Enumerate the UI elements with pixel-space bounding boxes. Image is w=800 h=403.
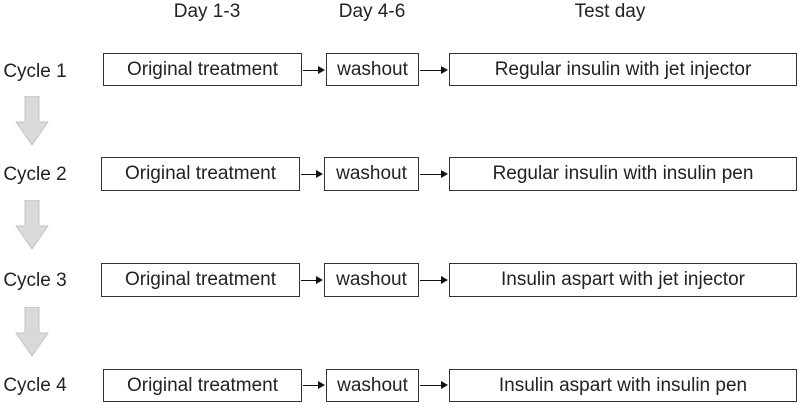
box-text: Original treatment (124, 269, 276, 290)
box-text: washout (336, 269, 407, 290)
arrow-line (420, 280, 442, 281)
arrow-head (318, 66, 325, 74)
box-text: Original treatment (124, 163, 276, 184)
cycle-label: Cycle 2 (3, 164, 67, 185)
original-treatment-box: Original treatment (103, 53, 302, 86)
header-test-day: Test day (574, 1, 646, 22)
washout-box: washout (324, 157, 419, 191)
arrow-head (441, 66, 448, 74)
arrow-head (441, 381, 448, 389)
arrow-line (420, 70, 442, 71)
arrow-line (301, 280, 317, 281)
box-text: Regular insulin with insulin pen (492, 163, 754, 184)
test-day-box: Insulin aspart with jet injector (449, 263, 797, 297)
box-text: washout (337, 374, 408, 396)
box-text: Insulin aspart with jet injector (501, 269, 745, 290)
header-day-1-3: Day 1-3 (173, 1, 241, 22)
test-day-box: Insulin aspart with insulin pen (449, 369, 797, 402)
original-treatment-box: Original treatment (101, 263, 300, 297)
cycle-label: Cycle 3 (3, 270, 67, 291)
arrow-head (441, 276, 448, 284)
washout-box: washout (324, 263, 419, 297)
box-text: Original treatment (126, 374, 278, 396)
box-text: Insulin aspart with insulin pen (498, 374, 748, 396)
test-day-box: Regular insulin with jet injector (449, 53, 797, 86)
box-text: washout (336, 163, 407, 184)
cycle-label: Cycle 1 (3, 61, 67, 82)
box-text: Original treatment (126, 58, 278, 80)
box-text: Regular insulin with jet injector (494, 58, 752, 80)
arrow-head (318, 381, 325, 389)
arrow-line (420, 385, 442, 386)
arrow-line (303, 385, 319, 386)
washout-box: washout (326, 53, 419, 86)
down-arrow-icon (15, 307, 49, 357)
arrow-head (316, 170, 323, 178)
arrow-line (301, 174, 317, 175)
header-day-4-6: Day 4-6 (338, 1, 406, 22)
arrow-line (420, 174, 442, 175)
arrow-head (441, 170, 448, 178)
box-text: washout (337, 58, 408, 80)
washout-box: washout (326, 369, 419, 402)
arrow-head (316, 276, 323, 284)
test-day-box: Regular insulin with insulin pen (449, 157, 797, 191)
cycle-label: Cycle 4 (3, 375, 67, 396)
original-treatment-box: Original treatment (103, 369, 302, 402)
down-arrow-icon (15, 200, 49, 250)
arrow-line (303, 70, 319, 71)
original-treatment-box: Original treatment (101, 157, 300, 191)
down-arrow-icon (15, 96, 49, 146)
